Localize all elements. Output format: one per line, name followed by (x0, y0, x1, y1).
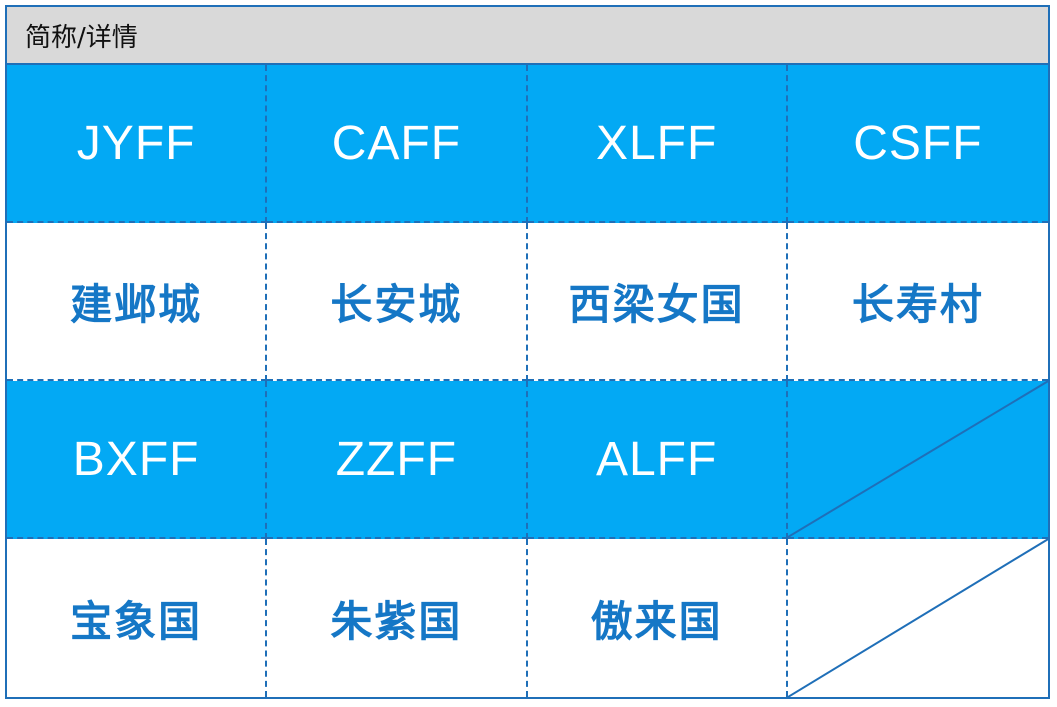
abbr-cell: CAFF (267, 65, 528, 223)
diagonal-line (788, 381, 1048, 537)
detail-cell: 长安城 (267, 223, 528, 381)
header-title: 简称/详情 (25, 22, 138, 53)
abbr-text: XLFF (595, 116, 718, 170)
empty-diagonal-cell (787, 539, 1048, 697)
table-frame: 简称/详情 JYFF CAFF XLFF CSFF 建邺城 长安城 西梁女国 长… (5, 5, 1050, 699)
abbr-text: ZZFF (335, 432, 458, 486)
detail-cell: 长寿村 (787, 223, 1048, 381)
abbr-cell: JYFF (7, 65, 268, 223)
abbr-text: CAFF (331, 116, 462, 170)
detail-cell: 宝象国 (7, 539, 268, 697)
detail-cell: 朱紫国 (267, 539, 528, 697)
empty-diagonal-cell (787, 381, 1048, 539)
detail-text: 长寿村 (851, 279, 984, 329)
detail-text: 西梁女国 (568, 279, 745, 329)
location-grid: JYFF CAFF XLFF CSFF 建邺城 长安城 西梁女国 长寿村 BXF… (7, 65, 1048, 697)
detail-cell: 西梁女国 (527, 223, 788, 381)
abbr-text: BXFF (72, 432, 200, 486)
abbr-cell: XLFF (527, 65, 788, 223)
detail-text: 朱紫国 (330, 596, 463, 646)
abbr-cell: BXFF (7, 381, 268, 539)
diagonal-line (788, 539, 1048, 697)
detail-text: 宝象国 (70, 596, 203, 646)
detail-cell: 建邺城 (7, 223, 268, 381)
detail-cell: 傲来国 (527, 539, 788, 697)
detail-text: 建邺城 (70, 279, 203, 329)
abbr-cell: ZZFF (267, 381, 528, 539)
abbr-text: ALFF (595, 432, 718, 486)
detail-text: 傲来国 (590, 596, 723, 646)
abbr-cell: CSFF (787, 65, 1048, 223)
table-header: 简称/详情 (7, 7, 1048, 65)
abbr-cell: ALFF (527, 381, 788, 539)
abbr-text: JYFF (76, 116, 196, 170)
detail-text: 长安城 (330, 279, 463, 329)
abbr-text: CSFF (853, 116, 983, 170)
